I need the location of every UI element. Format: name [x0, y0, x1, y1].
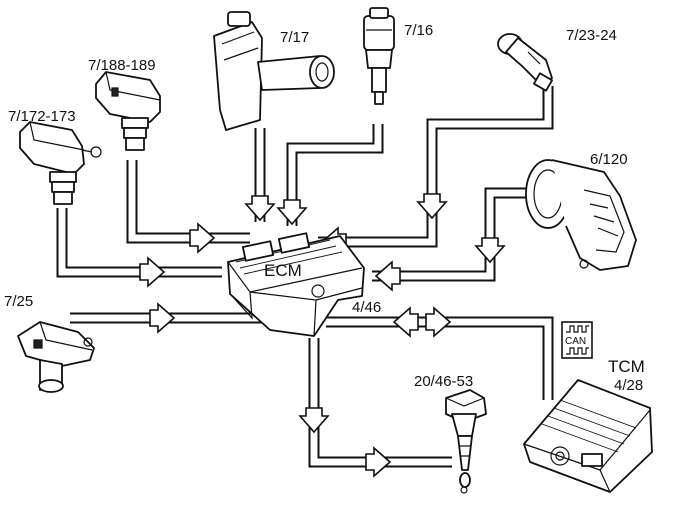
arrow-coil-right — [365, 446, 392, 478]
ignition-coil-20-46-53 — [445, 389, 487, 494]
cam-sensor-7-188-189 — [95, 71, 161, 151]
temp-sensor-7-16 — [363, 7, 395, 105]
arrow-6-120-left — [374, 260, 401, 292]
label-7-188-189: 7/188-189 — [88, 57, 156, 74]
arrow-7-25 — [149, 302, 176, 334]
tcm-title: TCM — [608, 357, 645, 376]
maf-sensor-7-17 — [213, 11, 335, 131]
can-bus-icon: CAN — [561, 321, 593, 359]
arrow-7-172-173 — [139, 256, 166, 288]
label-20-46-53: 20/46-53 — [414, 373, 473, 390]
arrow-can-right — [425, 306, 452, 338]
cam-sensor-7-172-173 — [19, 121, 102, 205]
arrow-7-17 — [244, 195, 276, 222]
tcm-unit — [523, 379, 653, 493]
label-7-25: 7/25 — [4, 293, 33, 310]
crank-sensor-7-25 — [17, 321, 95, 393]
flow-arrows — [139, 193, 506, 478]
label-7-16: 7/16 — [404, 22, 433, 39]
ecm-title: ECM — [264, 261, 302, 280]
label-7-23-24: 7/23-24 — [566, 27, 617, 44]
arrow-7-16 — [276, 199, 308, 226]
throttle-body-6-120 — [525, 159, 637, 271]
label-6-120: 6/120 — [590, 151, 628, 168]
ecm-unit: ECM — [227, 232, 365, 337]
arrow-7-188-189 — [189, 222, 216, 254]
can-label: CAN — [565, 336, 586, 347]
tcm-label: 4/28 — [614, 377, 643, 394]
sensor-7-23-24 — [497, 33, 553, 92]
ecm-label: 4/46 — [352, 299, 381, 316]
label-7-172-173: 7/172-173 — [8, 108, 76, 125]
arrow-7-23-24-down — [416, 193, 448, 220]
arrow-6-120-down — [474, 237, 506, 264]
arrow-coil-down — [298, 407, 330, 434]
arrow-can-left — [392, 306, 419, 338]
label-7-17: 7/17 — [280, 29, 309, 46]
